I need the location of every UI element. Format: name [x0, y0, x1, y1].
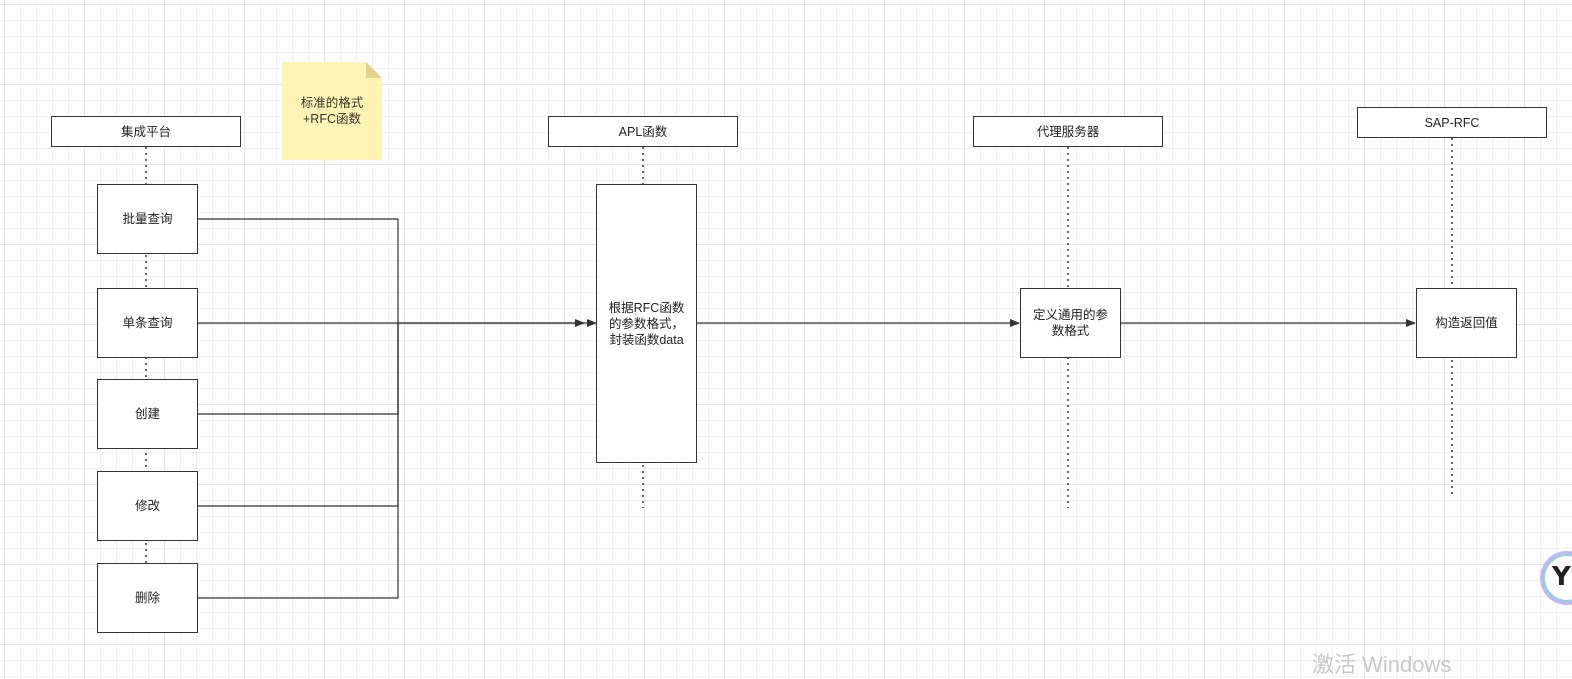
- action-label: 删除: [134, 591, 160, 605]
- sap-process-text: 构造返回值: [1435, 316, 1498, 330]
- action-modify[interactable]: 修改: [97, 471, 198, 541]
- action-batch-query[interactable]: 批量查询: [97, 184, 198, 254]
- proxy-process-box[interactable]: 定义通用的参 数格式: [1020, 288, 1121, 358]
- action-label: 创建: [134, 407, 160, 421]
- lane-header-proxy[interactable]: 代理服务器: [973, 116, 1163, 147]
- proxy-process-text: 定义通用的参 数格式: [1032, 308, 1108, 338]
- lane-header-label: APL函数: [618, 124, 668, 139]
- connector-layer: [145, 138, 1453, 599]
- action-single-query[interactable]: 单条查询: [97, 288, 198, 358]
- connector-batch-query: [198, 218, 399, 323]
- connector-delete: [198, 323, 399, 599]
- sap-process-box[interactable]: 构造返回值: [1416, 288, 1517, 358]
- lane-header-label: 代理服务器: [1036, 124, 1100, 139]
- lane-header-sap[interactable]: SAP-RFC: [1357, 107, 1547, 138]
- action-create[interactable]: 创建: [97, 379, 198, 449]
- lane-header-platform[interactable]: 集成平台: [51, 116, 241, 147]
- connector-create: [198, 323, 399, 415]
- apl-process-text: 根据RFC函数 的参数格式， 封装函数data: [608, 300, 685, 347]
- lane-header-apl[interactable]: APL函数: [548, 116, 738, 147]
- action-label: 修改: [134, 499, 160, 513]
- windows-activation-watermark: 激活 Windows: [1312, 652, 1452, 677]
- action-label: 批量查询: [122, 212, 173, 226]
- sticky-note-text: 标准的格式 +RFC函数: [300, 96, 364, 126]
- badge-glyph-icon: Y: [1552, 562, 1571, 592]
- sticky-note[interactable]: [282, 62, 382, 160]
- apl-process-box[interactable]: 根据RFC函数 的参数格式， 封装函数data: [596, 184, 697, 463]
- action-delete[interactable]: 删除: [97, 563, 198, 633]
- action-label: 单条查询: [122, 316, 173, 330]
- lane-header-label: SAP-RFC: [1424, 115, 1480, 130]
- lane-header-label: 集成平台: [120, 124, 171, 139]
